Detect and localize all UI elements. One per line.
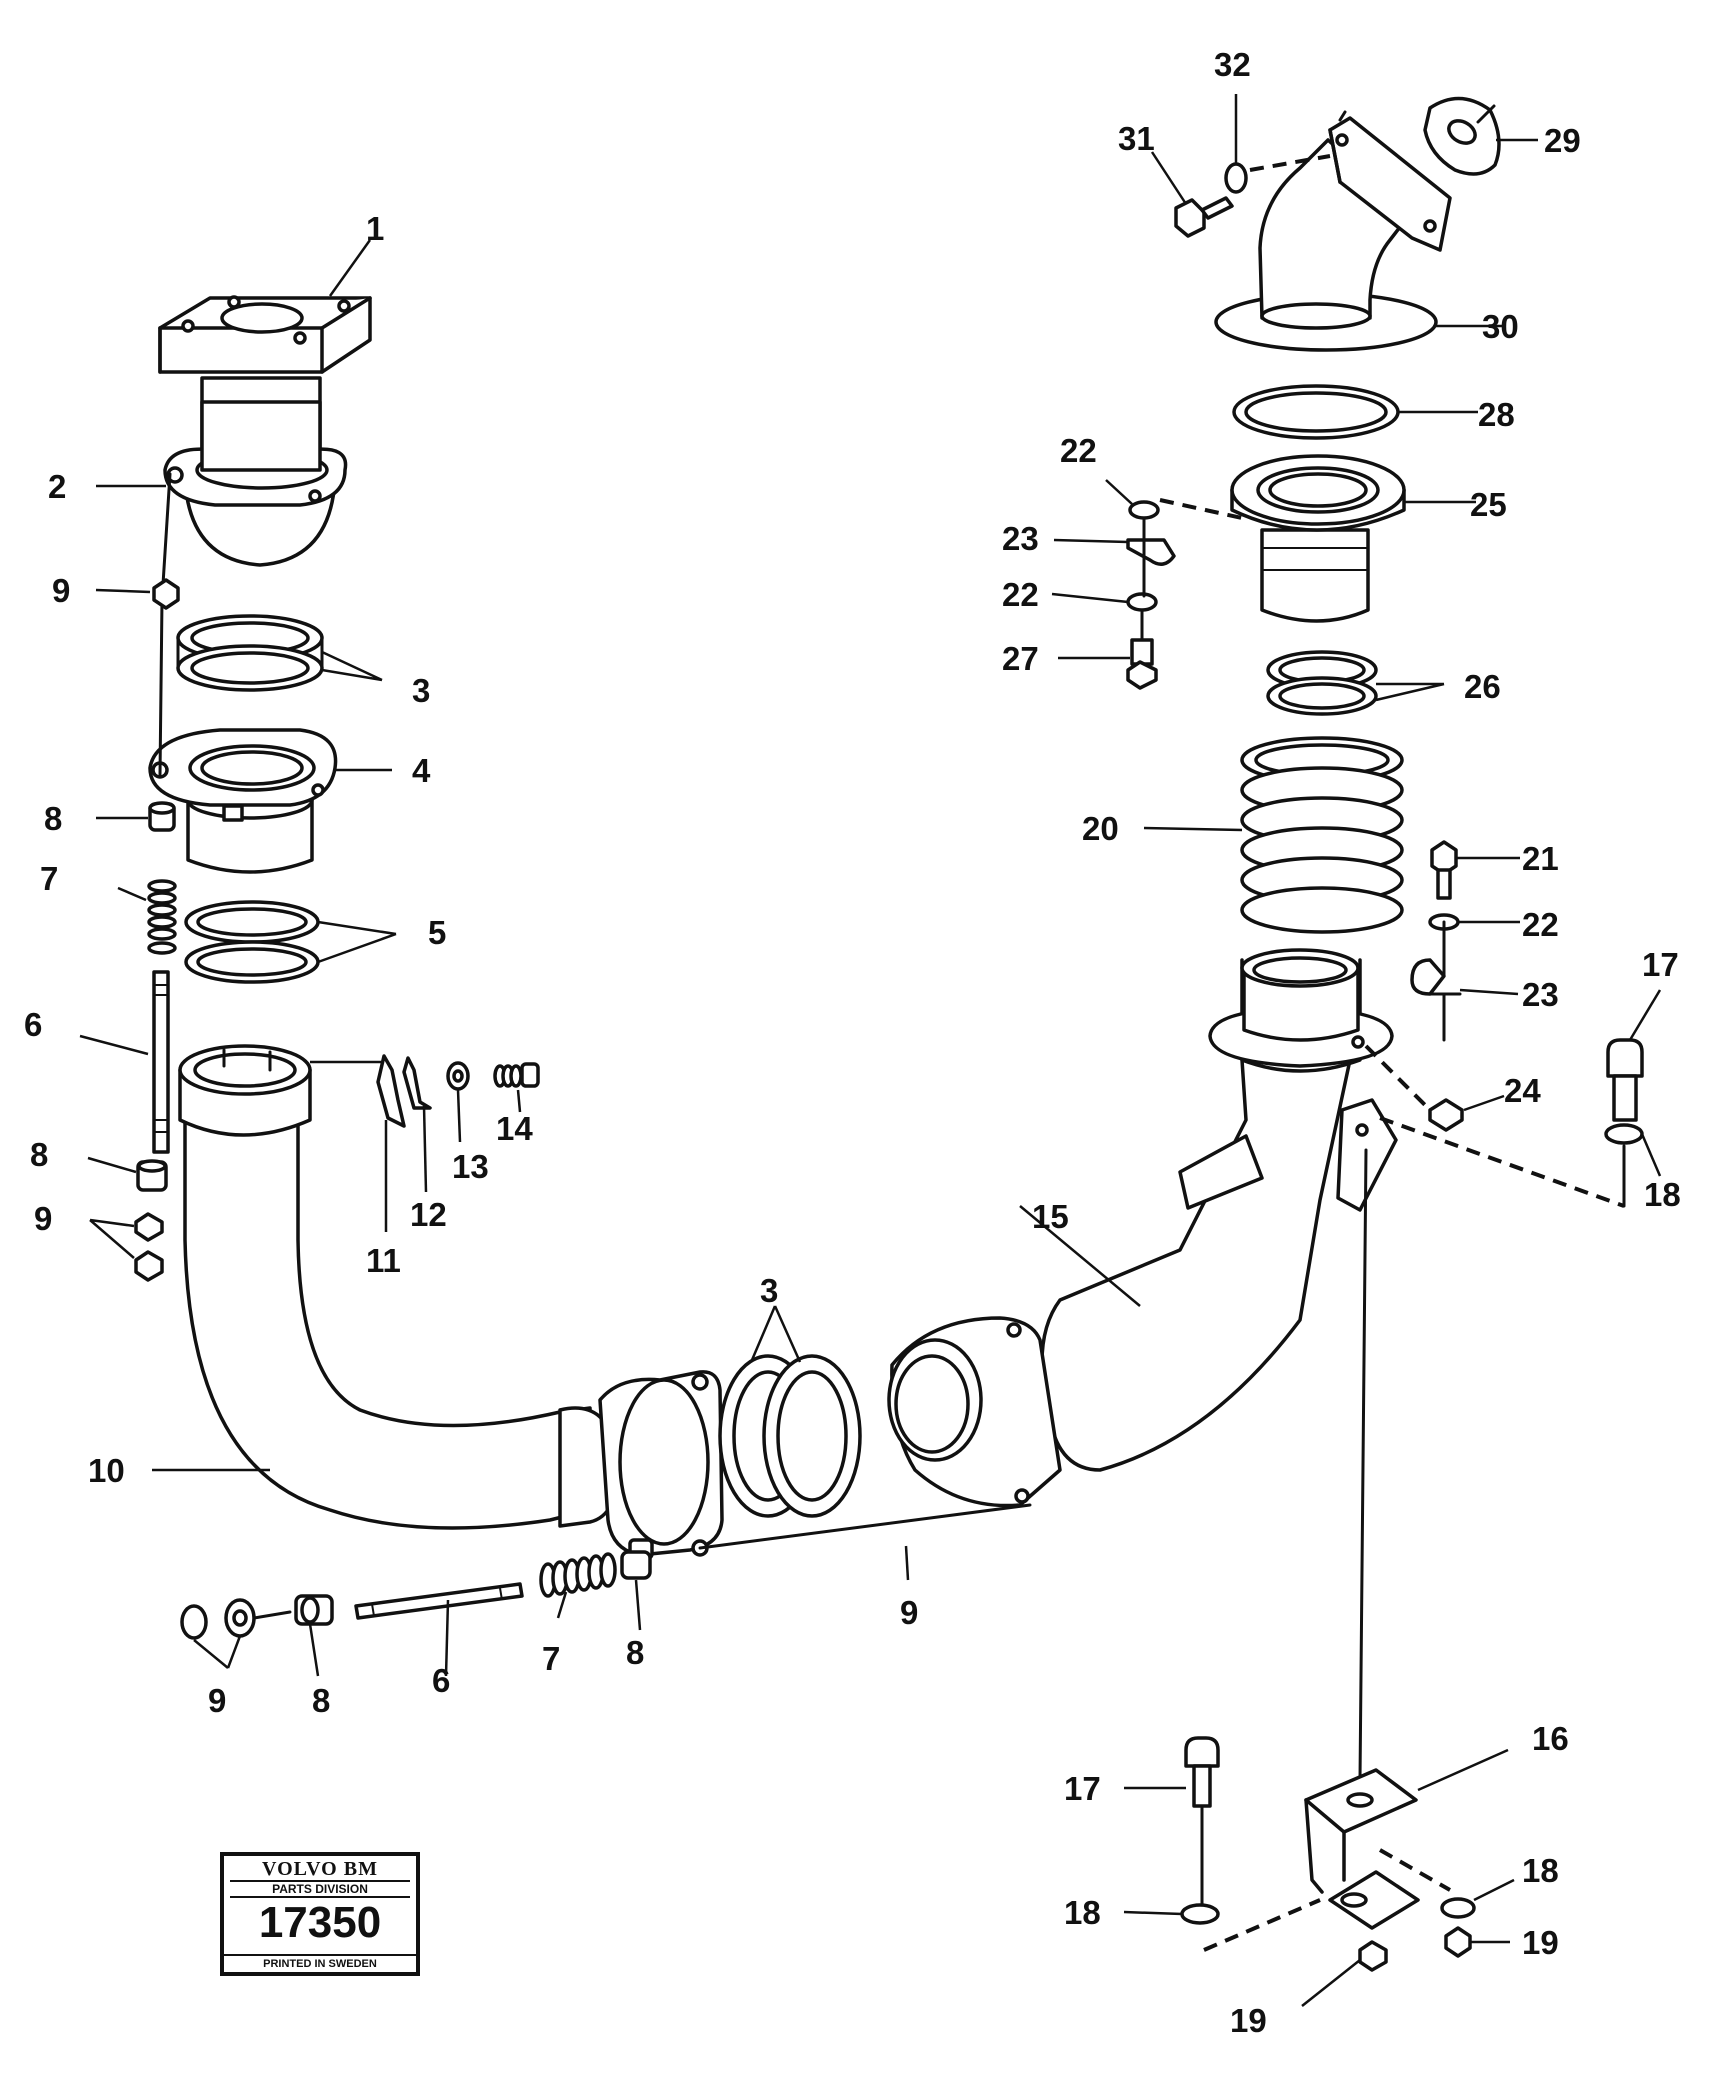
callout-8-right: 8 [626, 1634, 644, 1671]
callout-19-bottom: 19 [1230, 2002, 1267, 2039]
part-5-rings [184, 900, 320, 984]
callout-29: 29 [1544, 122, 1581, 159]
callout-18-lower-left: 18 [1064, 1894, 1101, 1931]
callout-18-upper: 18 [1644, 1176, 1681, 1213]
callout-24: 24 [1504, 1072, 1541, 1109]
callout-21: 21 [1522, 840, 1559, 877]
callout-18-lower-right: 18 [1522, 1852, 1559, 1889]
part-30-elbow [1214, 110, 1452, 352]
callout-10: 10 [88, 1452, 125, 1489]
elbow-end-flange [598, 1370, 1032, 1560]
callout-3-upper: 3 [412, 672, 430, 709]
left-stud-stack [134, 472, 180, 1282]
callout-30: 30 [1482, 308, 1519, 345]
callout-5: 5 [428, 914, 446, 951]
callout-9-upper: 9 [52, 572, 70, 609]
callout-3-middle: 3 [760, 1272, 778, 1309]
clamp-pieces-11-14 [310, 1054, 540, 1128]
bottom-stud-stack [180, 1550, 652, 1640]
callout-9-lower: 9 [208, 1682, 226, 1719]
part-16-bracket [1180, 1148, 1476, 1972]
callout-19-right: 19 [1522, 1924, 1559, 1961]
callout-7-upper: 7 [40, 860, 58, 897]
callout-7-lower: 7 [542, 1640, 560, 1677]
part-2-flange-bowl [163, 400, 348, 567]
part-4-clamp-flange [148, 728, 338, 874]
callout-12: 12 [410, 1196, 447, 1233]
callout-17-upper: 17 [1642, 946, 1679, 983]
callout-32: 32 [1214, 46, 1251, 83]
part-29-gasket [1423, 96, 1501, 176]
callout-8-mid: 8 [30, 1136, 48, 1173]
callout-9-mid: 9 [34, 1200, 52, 1237]
callout-15: 15 [1032, 1198, 1069, 1235]
part-26-rings [1266, 650, 1378, 716]
volvo-parts-stamp: VOLVO BM PARTS DIVISION 17350 PRINTED IN… [220, 1852, 420, 1976]
callout-numbers: 1 2 9 3 4 8 7 5 6 8 9 10 11 12 13 14 3 1… [24, 46, 1681, 2039]
callout-31: 31 [1118, 120, 1155, 157]
callout-8-upper: 8 [44, 800, 62, 837]
part-28-ring [1232, 384, 1400, 440]
callout-22-mid: 22 [1002, 576, 1039, 613]
callout-28: 28 [1478, 396, 1515, 433]
callout-26: 26 [1464, 668, 1501, 705]
callout-1: 1 [366, 210, 384, 247]
callout-4: 4 [412, 752, 431, 789]
callout-6-lower: 6 [432, 1662, 450, 1699]
callout-27: 27 [1002, 640, 1039, 677]
stamp-number: 17350 [258, 1898, 382, 1947]
callout-11: 11 [366, 1242, 401, 1279]
part-25-flange-sleeve [1230, 454, 1406, 623]
part-20-bellows [1240, 736, 1404, 934]
callout-16: 16 [1532, 1720, 1569, 1757]
callout-14: 14 [496, 1110, 533, 1147]
stamp-brand: VOLVO BM [262, 1858, 378, 1880]
callout-20: 20 [1082, 810, 1119, 847]
callout-23-upper: 23 [1002, 520, 1039, 557]
part-3-sealing-rings-upper [176, 614, 324, 692]
callout-13: 13 [452, 1148, 489, 1185]
callout-9-middle: 9 [900, 1594, 918, 1631]
callout-23-right: 23 [1522, 976, 1559, 1013]
callout-6-upper: 6 [24, 1006, 42, 1043]
callout-25: 25 [1470, 486, 1507, 523]
stamp-printed: PRINTED IN SWEDEN [224, 1954, 416, 1972]
right-bracket-hardware [1364, 840, 1644, 1208]
callout-2: 2 [48, 468, 66, 505]
upper-small-hardware [1126, 498, 1243, 690]
callout-8-lower: 8 [312, 1682, 330, 1719]
callout-22-right: 22 [1522, 906, 1559, 943]
stamp-division: PARTS DIVISION [230, 1880, 410, 1898]
part-15-branch-pipe [887, 948, 1398, 1508]
part-3-sealing-rings-middle [718, 1354, 862, 1518]
leader-lines [79, 94, 1662, 2007]
callout-17-lower: 17 [1064, 1770, 1101, 1807]
callout-22-upper: 22 [1060, 432, 1097, 469]
